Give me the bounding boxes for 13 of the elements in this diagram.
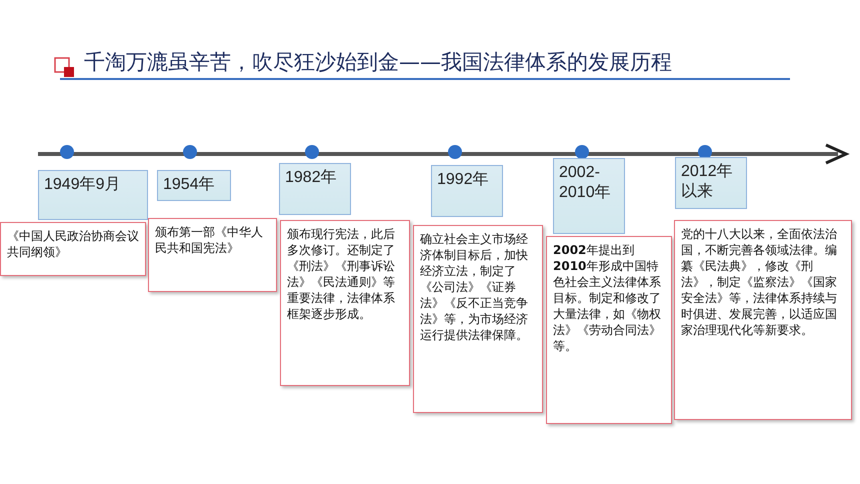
event-description: 2002年提出到2010年形成中国特色社会主义法律体系目标。制定和修改了大量法律，如《物权法》《劳动合同法》等。 bbox=[546, 236, 672, 424]
year-label: 1954年 bbox=[157, 170, 231, 201]
year-label: 1982年 bbox=[279, 163, 351, 215]
title: 千淘万漉虽辛苦，吹尽狂沙始到金——我国法律体系的发展历程 bbox=[84, 49, 672, 76]
event-description: 确立社会主义市场经济体制目标后，加快经济立法，制定了《公司法》《证券法》《反不正当竞争法》等，为市场经济运行提供法律保障。 bbox=[413, 225, 543, 413]
year-label: 1992年 bbox=[431, 165, 503, 217]
year-label: 2012年以来 bbox=[675, 157, 747, 209]
year-label: 2002-2010年 bbox=[553, 158, 625, 234]
year-label: 1949年9月 bbox=[38, 170, 148, 220]
event-description: 颁布现行宪法，此后多次修订。还制定了《刑法》《刑事诉讼法》《民法通则》等重要法律，法律体系框架逐步形成。 bbox=[280, 220, 410, 386]
event-description: 《中国人民政治协商会议共同纲领》 bbox=[0, 222, 146, 276]
event-description: 颁布第一部《中华人民共和国宪法》 bbox=[148, 218, 277, 292]
event-description: 党的十八大以来，全面依法治国，不断完善各领域法律。编纂《民法典》，修改《刑法》，制定《监察法》《国家安全法》等，法律体系持续与时俱进、发展完善，以适应国家治理现代化等新要求。 bbox=[674, 220, 852, 420]
